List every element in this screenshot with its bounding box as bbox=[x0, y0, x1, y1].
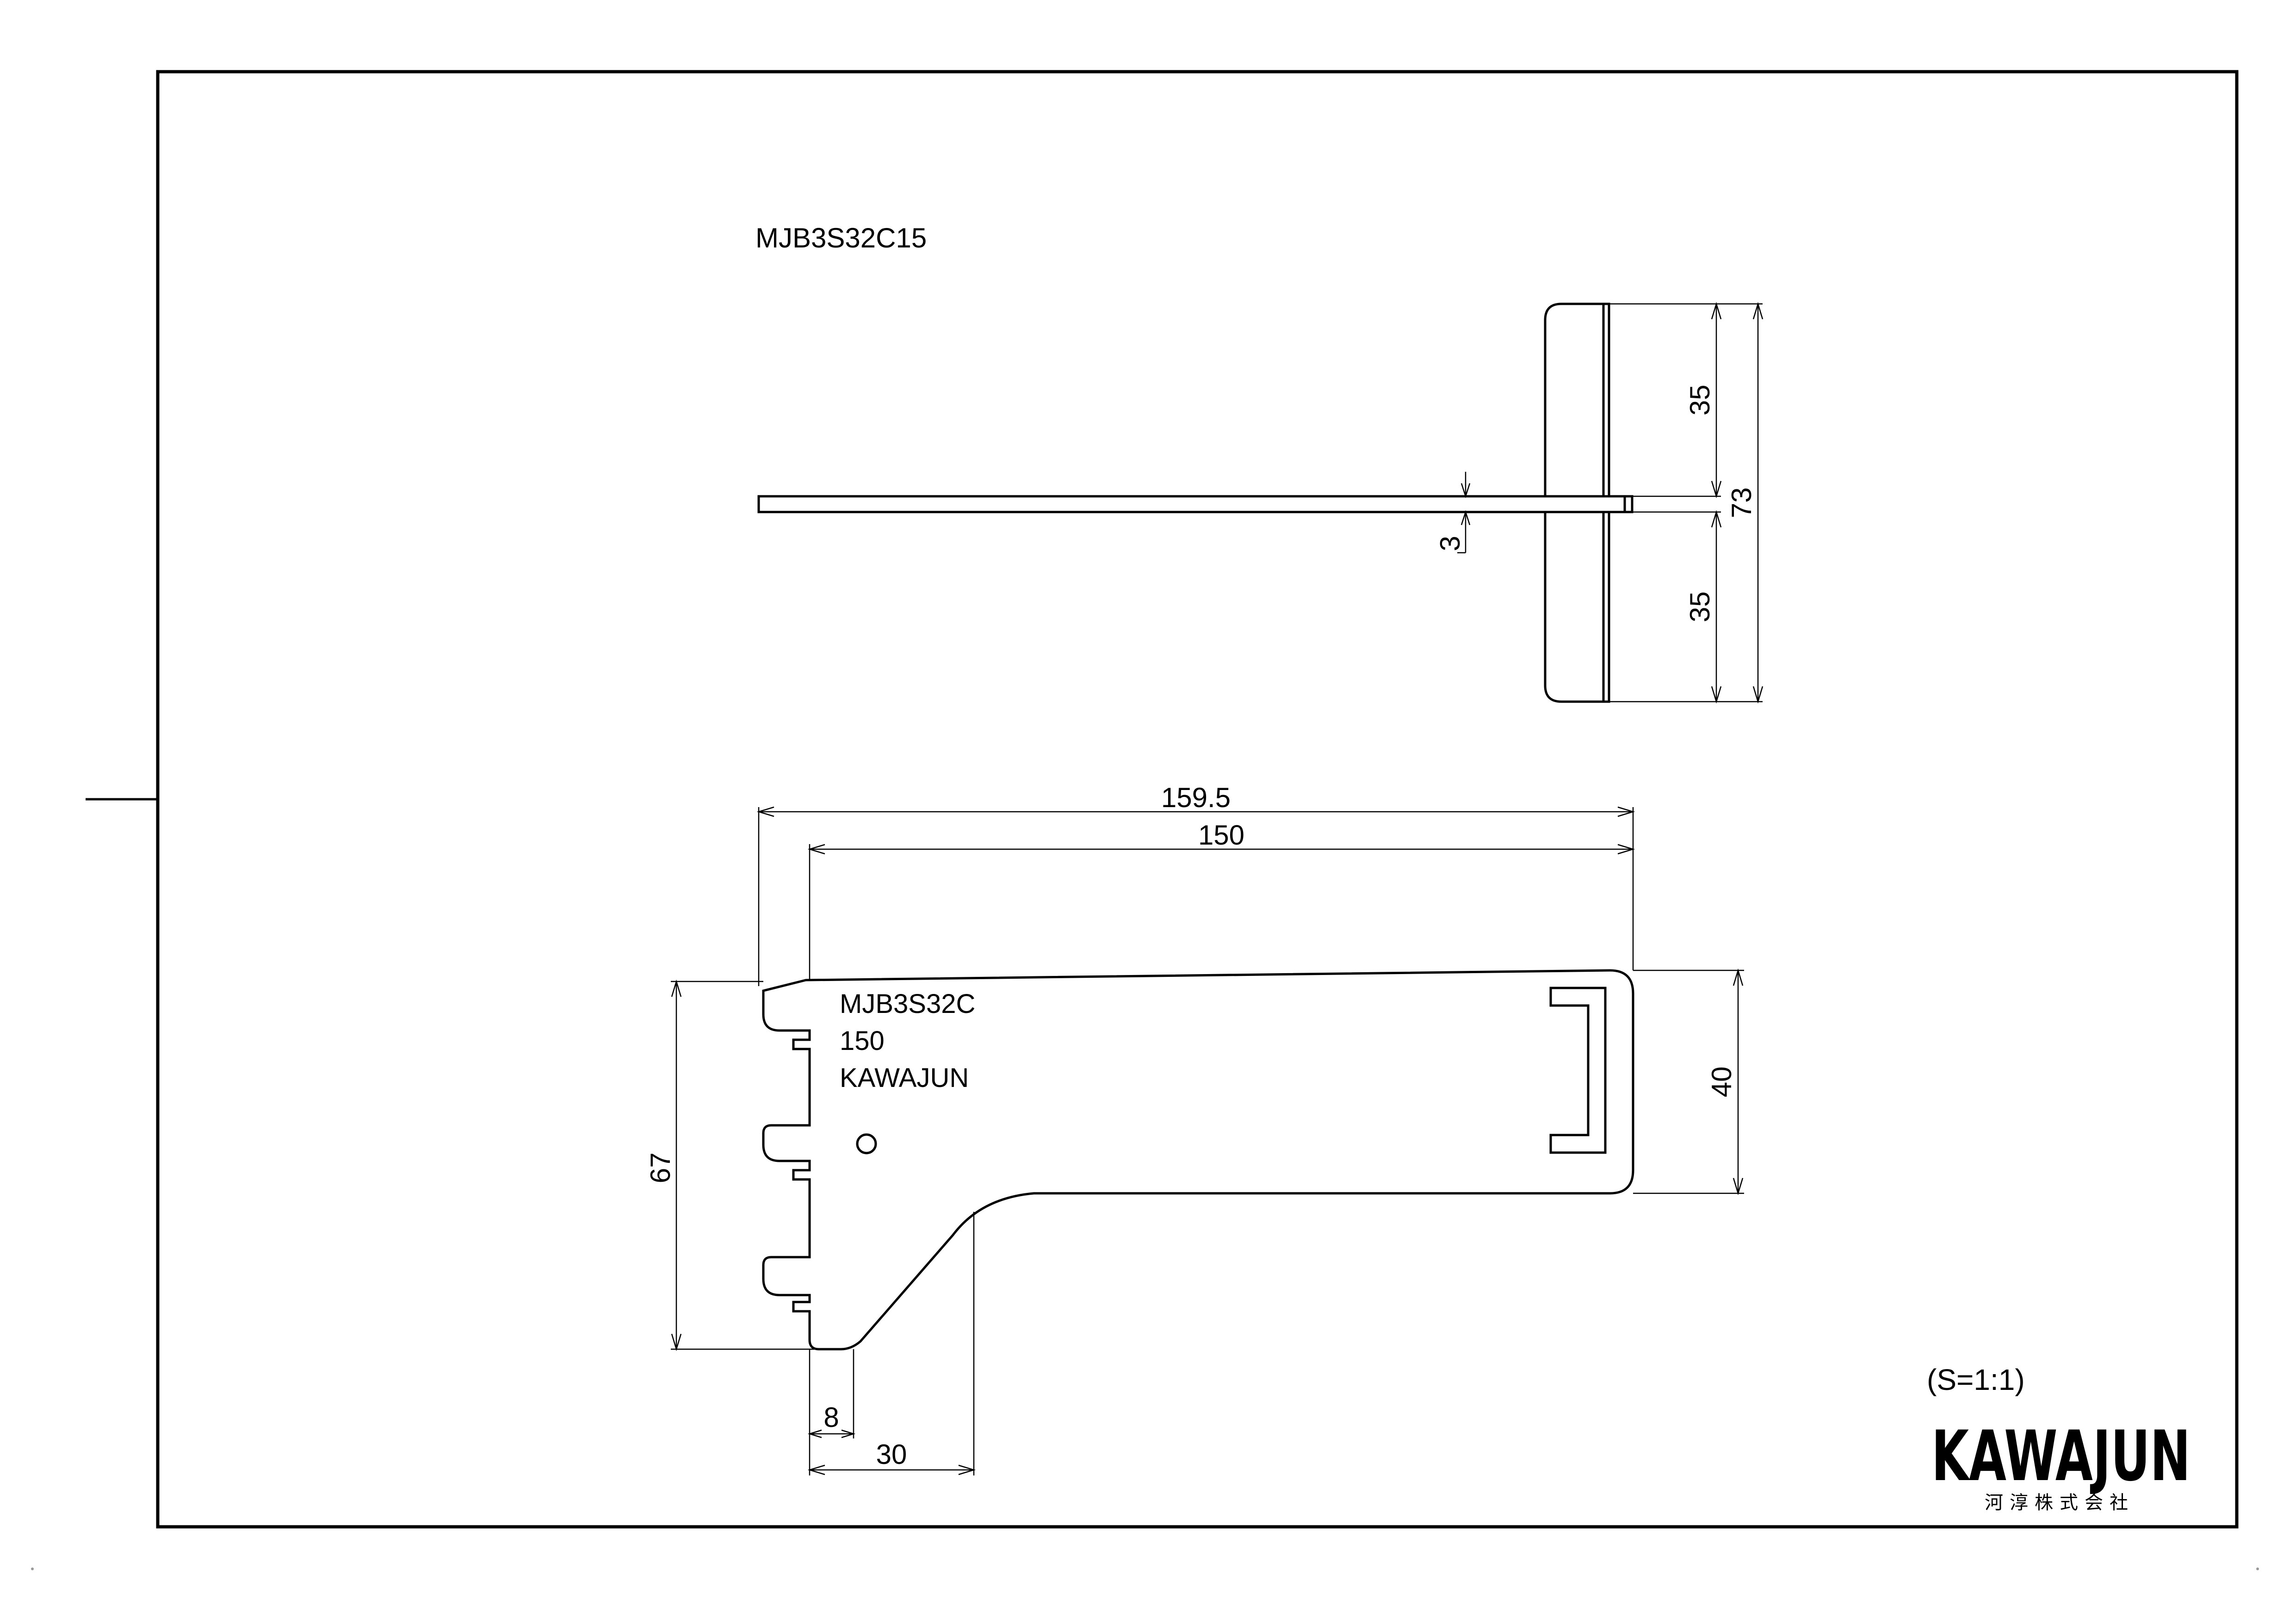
dimension-overall-length: 159.5 bbox=[1161, 782, 1231, 813]
engraving-line-1: MJB3S32C bbox=[840, 989, 975, 1019]
dimension-bottom-width: 30 bbox=[876, 1439, 907, 1470]
dimension-arrow bbox=[756, 806, 774, 817]
dimension-upper-height: 35 bbox=[1684, 385, 1715, 416]
logo-company-name: 河淳株式会社 bbox=[1985, 1492, 2135, 1513]
dimension-arrow bbox=[1711, 510, 1722, 528]
corner-mark bbox=[2256, 1567, 2259, 1570]
top-view: MJB3S32C15 35 35 73 3 bbox=[755, 222, 1764, 704]
dimension-lower-height: 35 bbox=[1684, 592, 1715, 623]
bracket-outline bbox=[762, 969, 1634, 1351]
dimension-arrow bbox=[1461, 483, 1471, 499]
dimension-arrow bbox=[1733, 968, 1744, 986]
dimension-arrow bbox=[1617, 844, 1635, 855]
dimension-thickness: 3 bbox=[1435, 536, 1466, 551]
dimension-arrow bbox=[1711, 302, 1722, 320]
corner-mark bbox=[31, 1567, 34, 1570]
dimension-arrow bbox=[1711, 686, 1722, 704]
dimension-arrow bbox=[1733, 1178, 1744, 1196]
kawajun-logo: KAWAJUN 河淳株式会社 bbox=[1931, 1416, 2191, 1513]
dimension-tip-height: 40 bbox=[1706, 1067, 1737, 1098]
dimension-arrow bbox=[807, 844, 825, 855]
dimension-arrow bbox=[1752, 302, 1764, 320]
dimension-arrow bbox=[671, 1333, 682, 1351]
part-code-label: MJB3S32C15 bbox=[755, 222, 927, 253]
scale-label: (S=1:1) bbox=[1927, 1363, 2025, 1396]
arm-plate-outline bbox=[757, 495, 1634, 513]
dimension-height: 67 bbox=[645, 1153, 676, 1184]
dimension-arrow bbox=[671, 979, 682, 997]
engraving-line-2: 150 bbox=[840, 1026, 885, 1056]
dimension-arrow bbox=[1617, 806, 1635, 817]
engraving-line-3: KAWAJUN bbox=[840, 1063, 969, 1093]
dimension-total-height: 73 bbox=[1726, 488, 1757, 518]
mounting-hole bbox=[856, 1133, 877, 1154]
logo-wordmark: KAWAJUN bbox=[1931, 1416, 2191, 1497]
dimension-arrow bbox=[1752, 686, 1764, 704]
dimension-arrow bbox=[1711, 481, 1722, 499]
dimension-arrow bbox=[807, 1464, 825, 1475]
dimension-arrow bbox=[841, 1429, 856, 1438]
dimension-bottom-offset: 8 bbox=[823, 1402, 839, 1433]
dimension-arrow bbox=[807, 1429, 822, 1438]
dimension-arm-length: 150 bbox=[1198, 820, 1244, 851]
hook-slot bbox=[1549, 987, 1607, 1154]
dimension-arrow bbox=[958, 1464, 976, 1475]
side-view: MJB3S32C 150 KAWAJUN 159.5 150 67 40 bbox=[645, 782, 1744, 1475]
dimension-arrow bbox=[1461, 510, 1471, 525]
